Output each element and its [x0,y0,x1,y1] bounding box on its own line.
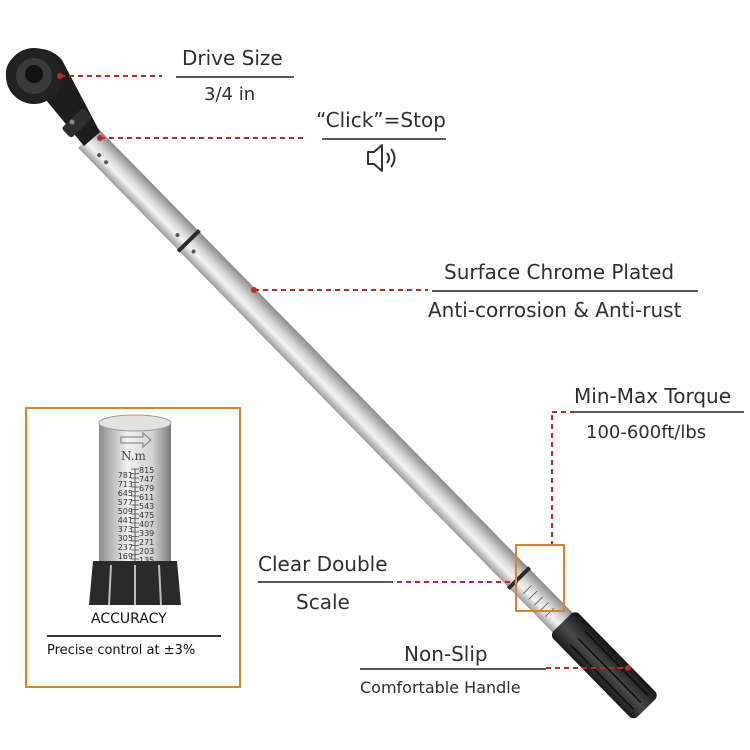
scale-value: 815 [139,466,155,475]
scale-value: 407 [139,520,155,529]
scale-value: 645 [117,489,133,498]
scale-value: 271 [139,538,155,547]
ratchet-head [5,48,101,146]
scale-title-line2: Scale [296,590,350,614]
scale-value: 611 [139,493,155,502]
scale-rule [258,581,392,583]
handle-rule [360,668,546,670]
scale-value: 713 [117,480,133,489]
unit-label: N.m [121,449,146,463]
handle-title: Non-Slip [404,642,488,666]
scale-value: 747 [139,475,155,484]
drive-size-value: 3/4 in [204,84,256,105]
shaft-joint-2 [506,566,532,591]
leader-lines [60,75,629,669]
scale-value: 475 [139,511,155,520]
drive-size-rule [176,76,294,78]
scale-value: 339 [139,529,155,538]
scale-highlight-box [515,544,565,612]
accuracy-description: Precise control at ±3% [47,643,196,658]
surface-rule [432,290,698,292]
scale-value: 543 [139,502,155,511]
torque-value: 100-600ft/lbs [586,422,707,443]
scale-title-line1: Clear Double [258,552,388,576]
scale-value: 441 [117,516,133,525]
scale-value: 203 [139,547,155,556]
drive-size-title: Drive Size [182,46,283,70]
surface-title: Surface Chrome Plated [444,260,675,284]
scale-value: 135 [139,556,155,565]
accuracy-rule [47,635,221,637]
scale-value: 509 [117,507,133,516]
scale-value: 237 [117,543,133,552]
scale-value: 679 [139,484,155,493]
scale-value: 373 [117,525,133,534]
surface-subtitle: Anti-corrosion & Anti-rust [428,298,682,322]
scale-value: 169 [117,552,133,561]
scale-value: 781 [117,471,133,480]
shaft-joint-1 [176,228,201,253]
scale-value: 305 [117,534,133,543]
accuracy-title: ACCURACY [91,611,167,627]
scale-closeup [89,414,181,606]
scale-value: 577 [117,498,133,507]
click-stop-title: “Click”=Stop [316,108,446,132]
click-stop-rule [322,138,446,140]
torque-rule [574,411,744,413]
handle-subtitle: Comfortable Handle [360,678,521,697]
wrench-shaft [77,128,574,634]
torque-title: Min-Max Torque [574,384,732,408]
speaker-icon [367,144,396,172]
